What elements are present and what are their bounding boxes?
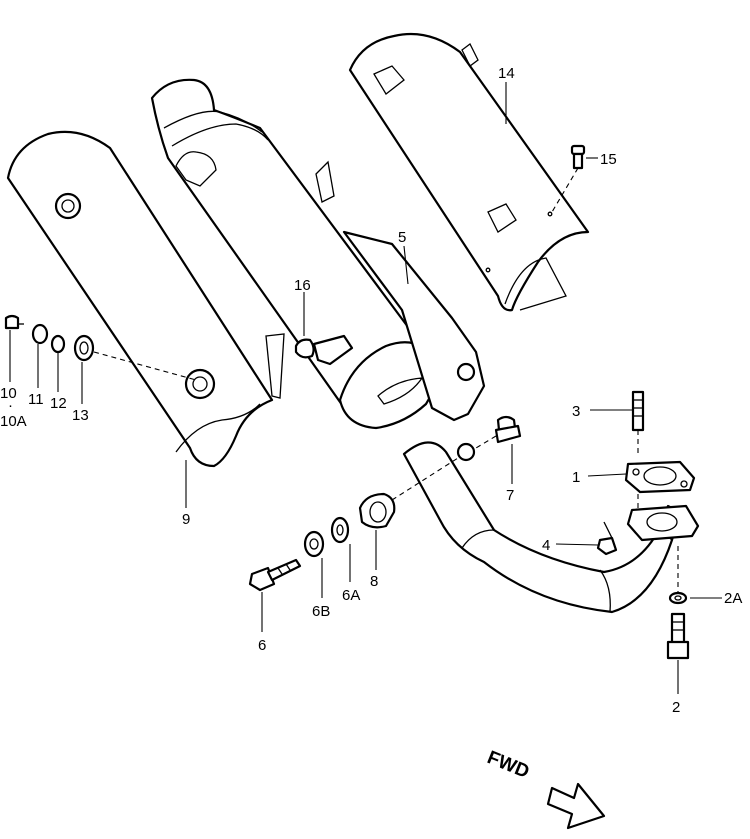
callout-7: 7: [506, 487, 514, 504]
washer-2a: [668, 546, 688, 605]
callout-6a: 6A: [342, 587, 360, 604]
bolt-7: [475, 415, 522, 449]
spacer-8: [358, 457, 459, 529]
callout-6b: 6B: [312, 603, 330, 620]
heat-shield-upper: [348, 32, 590, 312]
callout-2a: 2A: [724, 590, 742, 607]
muffler-body: [150, 78, 682, 614]
callout-14: 14: [498, 65, 515, 82]
callout-8: 8: [370, 573, 378, 590]
callout-10a: 10A: [0, 413, 27, 430]
callout-10: 10: [0, 385, 17, 402]
bolt-2: [666, 612, 690, 660]
washer-11: [31, 323, 49, 345]
flange-pipe-end: [626, 494, 700, 542]
callout-5: 5: [398, 229, 406, 246]
arrow-right-icon: [546, 782, 606, 830]
stud-bolt-3: [631, 390, 645, 456]
callout-16: 16: [294, 277, 311, 294]
callout-2: 2: [672, 699, 680, 716]
callout-9: 9: [182, 511, 190, 528]
callout-13: 13: [72, 407, 89, 424]
heat-shield-side: [6, 130, 285, 468]
grommet-13: [73, 334, 197, 381]
screw-15: [551, 144, 598, 213]
callout-15: 15: [600, 151, 617, 168]
callout-1: 1: [572, 469, 580, 486]
callout-12: 12: [50, 395, 67, 412]
washer-6b: [303, 530, 325, 558]
washer-6a: [330, 516, 350, 544]
forward-indicator: FWD: [484, 747, 606, 830]
callout-6: 6: [258, 637, 266, 654]
callout-4: 4: [542, 537, 550, 554]
gasket-1: [624, 460, 696, 494]
collar-12: [50, 334, 66, 354]
clip-16: [294, 334, 354, 366]
bolt-6: [248, 558, 302, 592]
nut-4: [596, 521, 618, 556]
screw-10: [4, 314, 24, 330]
callout-11: 11: [28, 391, 44, 408]
fwd-label: FWD: [484, 747, 532, 783]
callout-10-separator: ·: [8, 397, 13, 414]
callout-3: 3: [572, 403, 580, 420]
